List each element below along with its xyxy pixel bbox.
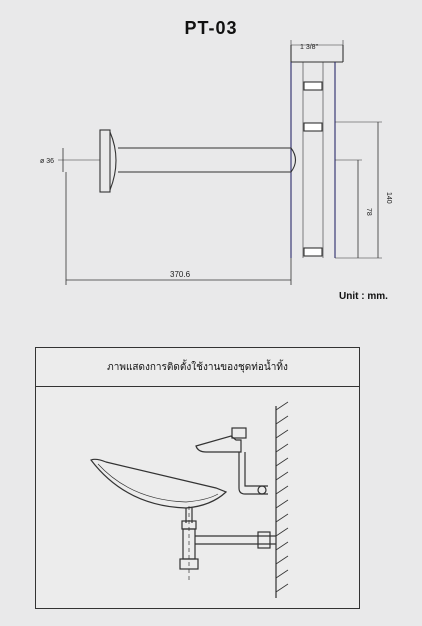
wall-flange xyxy=(99,129,111,193)
nut-middle xyxy=(303,122,323,132)
angle-valve xyxy=(257,485,267,495)
installation-drawing xyxy=(90,401,289,598)
unit-label: Unit : mm. xyxy=(339,291,388,302)
installation-illustration-box: ภาพแสดงการติดตั้งใช้งานของชุดท่อน้ำทิ้ง xyxy=(35,347,360,609)
dim-top-label: 1 3/8" xyxy=(300,44,319,51)
basin-inner-rim xyxy=(97,463,219,503)
wash-basin xyxy=(90,458,228,509)
supply-pipe xyxy=(238,472,268,495)
dim-length-label: 370.6 xyxy=(170,270,191,279)
faucet-spout xyxy=(195,435,242,453)
nut-bottom xyxy=(303,247,323,257)
dim-inner-height-label: 78 xyxy=(365,208,372,216)
installation-caption: ภาพแสดงการติดตั้งใช้งานของชุดท่อน้ำทิ้ง xyxy=(107,362,288,373)
technical-drawing: 1 3/8" ø 36 370.6 140 78 xyxy=(40,40,392,285)
wall-hatching xyxy=(275,401,289,593)
wall-flange-install xyxy=(257,531,271,549)
pipe-junction xyxy=(290,147,297,173)
faucet-handle xyxy=(231,427,247,439)
dim-outer-height-label: 140 xyxy=(385,192,392,204)
nut-top xyxy=(303,81,323,91)
product-title: PT-03 xyxy=(184,18,238,38)
flange-curve xyxy=(109,131,117,191)
caption-divider xyxy=(36,386,359,387)
dim-diameter-label: ø 36 xyxy=(40,158,54,165)
